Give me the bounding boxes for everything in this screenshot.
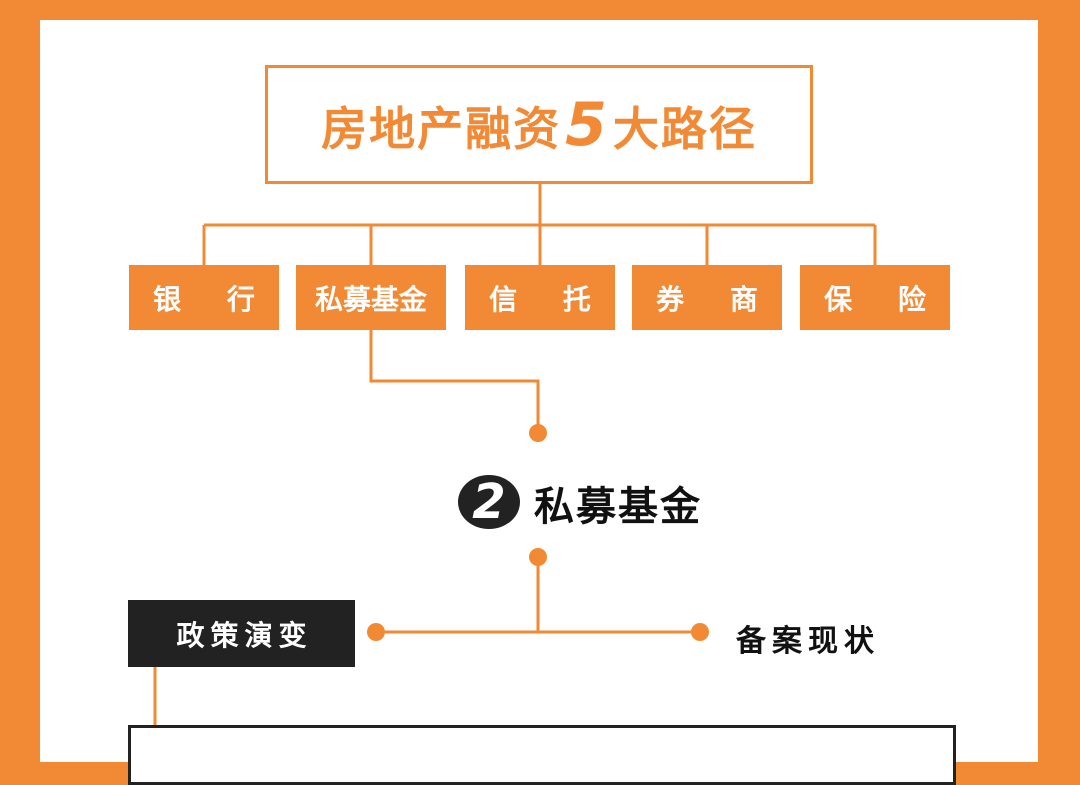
connector-dot-right: [691, 623, 709, 641]
category-insurance: 保 险: [800, 265, 950, 330]
title-box: 房地产融资5大路径: [265, 65, 813, 184]
policy-evolution-box: 政策演变: [128, 600, 355, 667]
section-title: 私募基金: [534, 484, 702, 530]
content-box: [128, 725, 956, 785]
section-number-badge: 2: [458, 474, 520, 530]
title-suffix: 大路径: [612, 101, 757, 156]
title-prefix: 房地产融资: [321, 101, 562, 156]
category-bank: 银 行: [129, 265, 279, 330]
connector-lines: [153, 184, 877, 725]
category-securities: 券 商: [632, 265, 782, 330]
connector-dot-top: [529, 424, 547, 442]
connector-dot-bottom: [529, 548, 547, 566]
title-number: 5: [565, 89, 609, 160]
filing-status-label: 备案现状: [736, 624, 880, 659]
connector-dot-left: [367, 623, 385, 641]
category-private-fund: 私募基金: [296, 265, 446, 330]
private-fund-link: [369, 330, 540, 433]
policy-evolution-label: 政策演变: [176, 618, 313, 652]
main-title: 房地产融资5大路径: [321, 90, 757, 160]
category-trust: 信 托: [465, 265, 615, 330]
